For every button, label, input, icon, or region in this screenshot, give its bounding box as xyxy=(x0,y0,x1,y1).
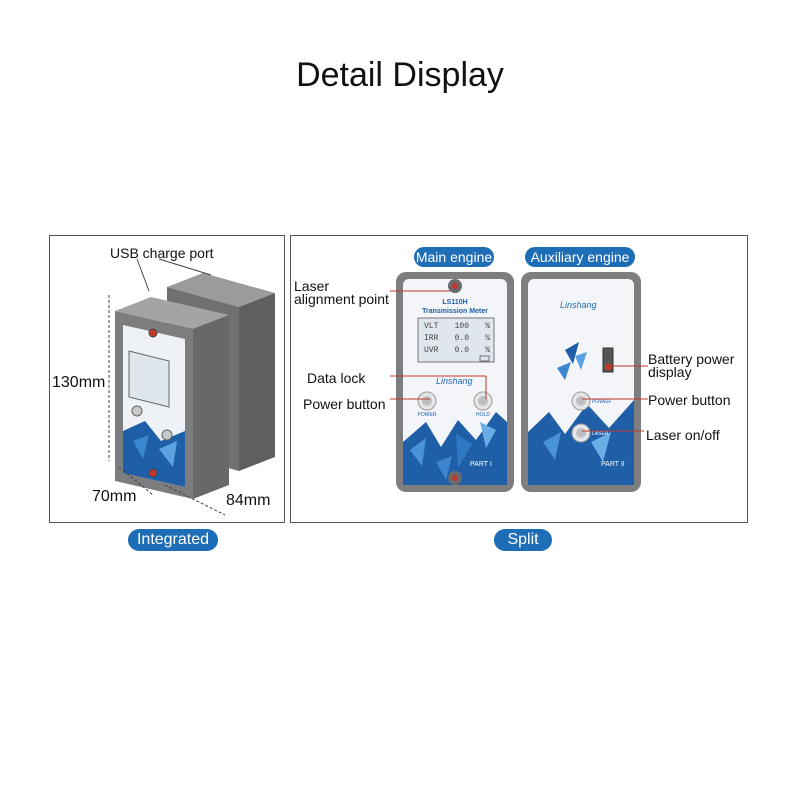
laser-alignment-text: Laser alignment point xyxy=(294,278,389,307)
reading-row: VLT 100 % xyxy=(424,321,490,333)
reading-unit: % xyxy=(485,334,490,343)
integrated-device-illustration xyxy=(108,258,275,516)
usb-charge-port-label: USB charge port xyxy=(110,245,214,261)
battery-power-text: Battery power display xyxy=(648,351,735,380)
aux-brand-logo: Linshang xyxy=(560,300,597,310)
split-callout-lines xyxy=(390,290,648,432)
width-dimension-label: 70mm xyxy=(92,488,137,505)
reading-name: VLT xyxy=(424,322,439,331)
integrated-caption: Integrated xyxy=(128,529,218,551)
auxiliary-engine-device xyxy=(521,272,641,492)
battery-power-label: Battery power display xyxy=(648,351,735,380)
reading-value: 100 xyxy=(454,322,469,331)
reading-unit: % xyxy=(485,346,490,355)
main-device-name: Transmission Meter xyxy=(422,308,488,315)
aux-part-label: PART II xyxy=(601,461,625,468)
auxiliary-engine-badge: Auxiliary engine xyxy=(525,247,635,267)
main-hold-button-label: HOLD xyxy=(476,412,490,418)
data-lock-label: Data lock xyxy=(307,370,366,386)
reading-name: IRR xyxy=(424,334,439,343)
height-dimension-label: 130mm xyxy=(52,374,106,391)
page-title: Detail Display xyxy=(296,56,504,94)
main-brand-logo: Linshang xyxy=(436,376,473,386)
power-button-left-label: Power button xyxy=(303,396,386,412)
reading-value: 0.0 xyxy=(454,346,469,355)
laser-onoff-label: Laser on/off xyxy=(646,427,720,443)
reading-row: IRR 0.0 % xyxy=(424,333,490,345)
aux-power-button-label: POWER xyxy=(592,399,611,405)
main-engine-device xyxy=(396,272,514,492)
main-part-label: PART I xyxy=(470,461,492,468)
aux-laser-button-label: LASER xyxy=(592,431,609,437)
depth-dimension-label: 84mm xyxy=(226,492,271,509)
main-power-button-label: POWER xyxy=(417,412,437,418)
reading-name: UVR xyxy=(424,346,439,355)
reading-unit: % xyxy=(485,322,490,331)
laser-alignment-label: Laser alignment point xyxy=(294,278,389,307)
split-caption: Split xyxy=(494,529,552,551)
split-panel xyxy=(290,235,748,523)
reading-row: UVR 0.0 % xyxy=(424,345,490,357)
main-screen-readings: VLT 100 % IRR 0.0 % UVR 0.0 % xyxy=(424,321,490,357)
main-model-label: LS110H xyxy=(442,299,468,306)
reading-value: 0.0 xyxy=(454,334,469,343)
main-engine-badge: Main engine xyxy=(414,247,494,267)
power-button-right-label: Power button xyxy=(648,392,731,408)
